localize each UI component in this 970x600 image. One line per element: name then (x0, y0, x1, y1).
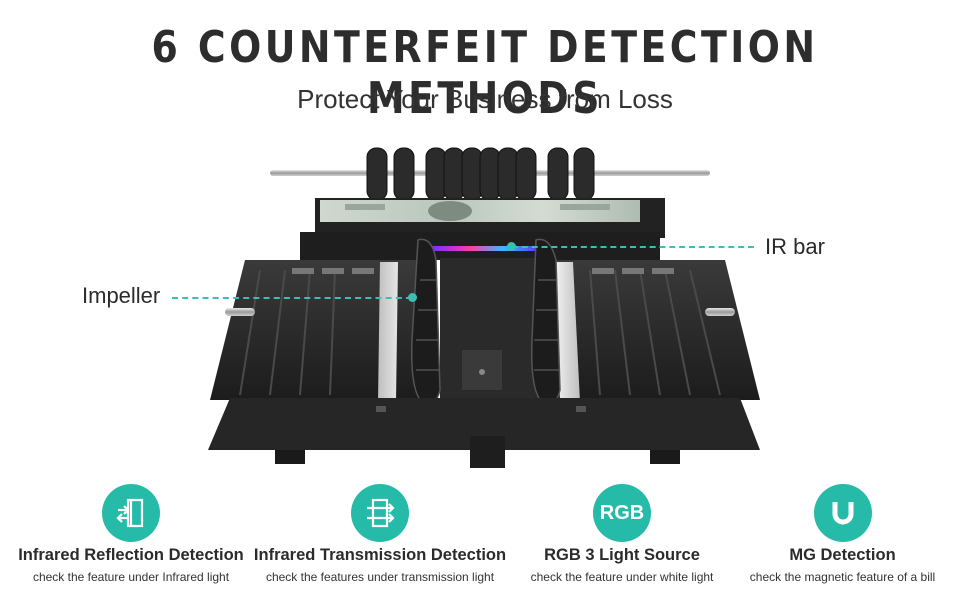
detection-features-row: Infrared Reflection Detection check the … (0, 484, 970, 594)
feature-title: RGB 3 Light Source (544, 546, 700, 564)
feature-title: Infrared Transmission Detection (253, 546, 507, 564)
ir-bar-marker-dot (507, 242, 516, 251)
impeller-marker-dot (408, 293, 417, 302)
ir-bar-label: IR bar (765, 234, 825, 259)
feature-infrared-transmission: Infrared Transmission Detection check th… (253, 484, 507, 584)
page-title: 6 COUNTERFEIT DETECTION METHODS (151, 22, 819, 124)
magnet-icon (813, 484, 872, 542)
impeller-leader-line (172, 297, 412, 299)
feature-mg-detection: MG Detection check the magnetic feature … (740, 484, 945, 584)
feature-rgb-light-source: RGB RGB 3 Light Source check the feature… (512, 484, 732, 584)
infrared-reflection-icon (102, 484, 160, 542)
rgb-icon: RGB (593, 484, 651, 542)
ir-bar-leader-line (512, 246, 754, 248)
page-subtitle: Protect Your Business from Loss (297, 84, 673, 114)
feature-title: Infrared Reflection Detection (18, 546, 244, 564)
infrared-transmission-icon (351, 484, 409, 542)
impeller-label: Impeller (82, 283, 161, 308)
feature-description: check the features under transmission li… (265, 570, 495, 584)
feature-title: MG Detection (789, 546, 896, 564)
counterfeit-detector-machine-image (208, 147, 760, 468)
feature-description: check the feature under Infrared light (32, 570, 230, 584)
feature-description: check the feature under white light (530, 570, 714, 584)
feature-infrared-reflection: Infrared Reflection Detection check the … (15, 484, 247, 584)
feature-description: check the magnetic feature of a bill (749, 570, 936, 584)
